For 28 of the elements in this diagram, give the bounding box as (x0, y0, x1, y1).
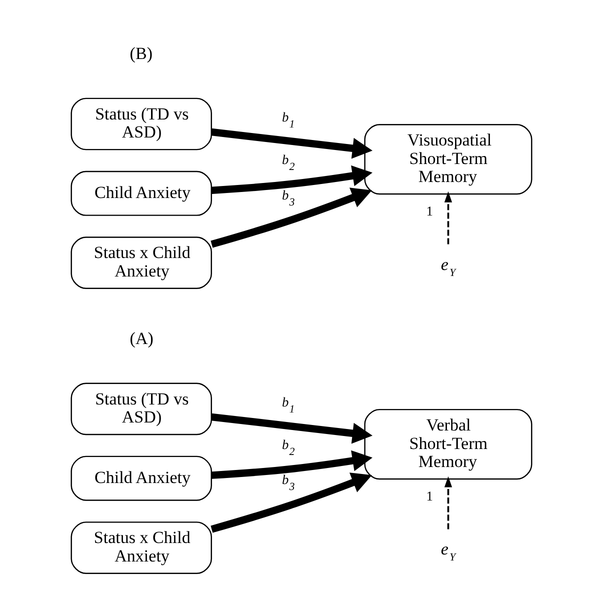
arrow (444, 191, 452, 244)
label: (A) (130, 329, 154, 348)
edge-label: b$_{1}$ (282, 109, 295, 130)
node-box: Visuospatial Short-Term Memory (364, 124, 532, 195)
arrow (210, 472, 372, 533)
edge-label: b$_{3}$ (282, 187, 295, 208)
arrow (212, 165, 372, 194)
arrow (211, 128, 373, 159)
node-box: Status (TD vs ASD) (70, 382, 212, 436)
arrow (210, 188, 372, 248)
node-box: Child Anxiety (70, 456, 212, 501)
node-box: Verbal Short-Term Memory (364, 408, 532, 480)
edge-label: b$_{3}$ (282, 472, 295, 494)
node-box: Child Anxiety (70, 170, 212, 216)
edge-label: b$_{2}$ (282, 152, 295, 173)
edge-label: 1 (426, 488, 433, 504)
arrow (444, 476, 452, 530)
node-box: Status x Child Anxiety (70, 522, 212, 574)
edge-label: b$_{2}$ (282, 436, 295, 458)
label: (B) (130, 44, 153, 64)
node-text: e$_{Y}$ (440, 540, 456, 564)
node-box: Status x Child Anxiety (70, 236, 212, 289)
arrow (212, 450, 372, 479)
edge-label: 1 (426, 203, 433, 218)
node-box: Status (TD vs ASD) (70, 98, 212, 150)
node-text: e$_{Y}$ (440, 254, 456, 279)
arrow (211, 413, 372, 444)
edge-label: b$_{1}$ (282, 394, 295, 416)
